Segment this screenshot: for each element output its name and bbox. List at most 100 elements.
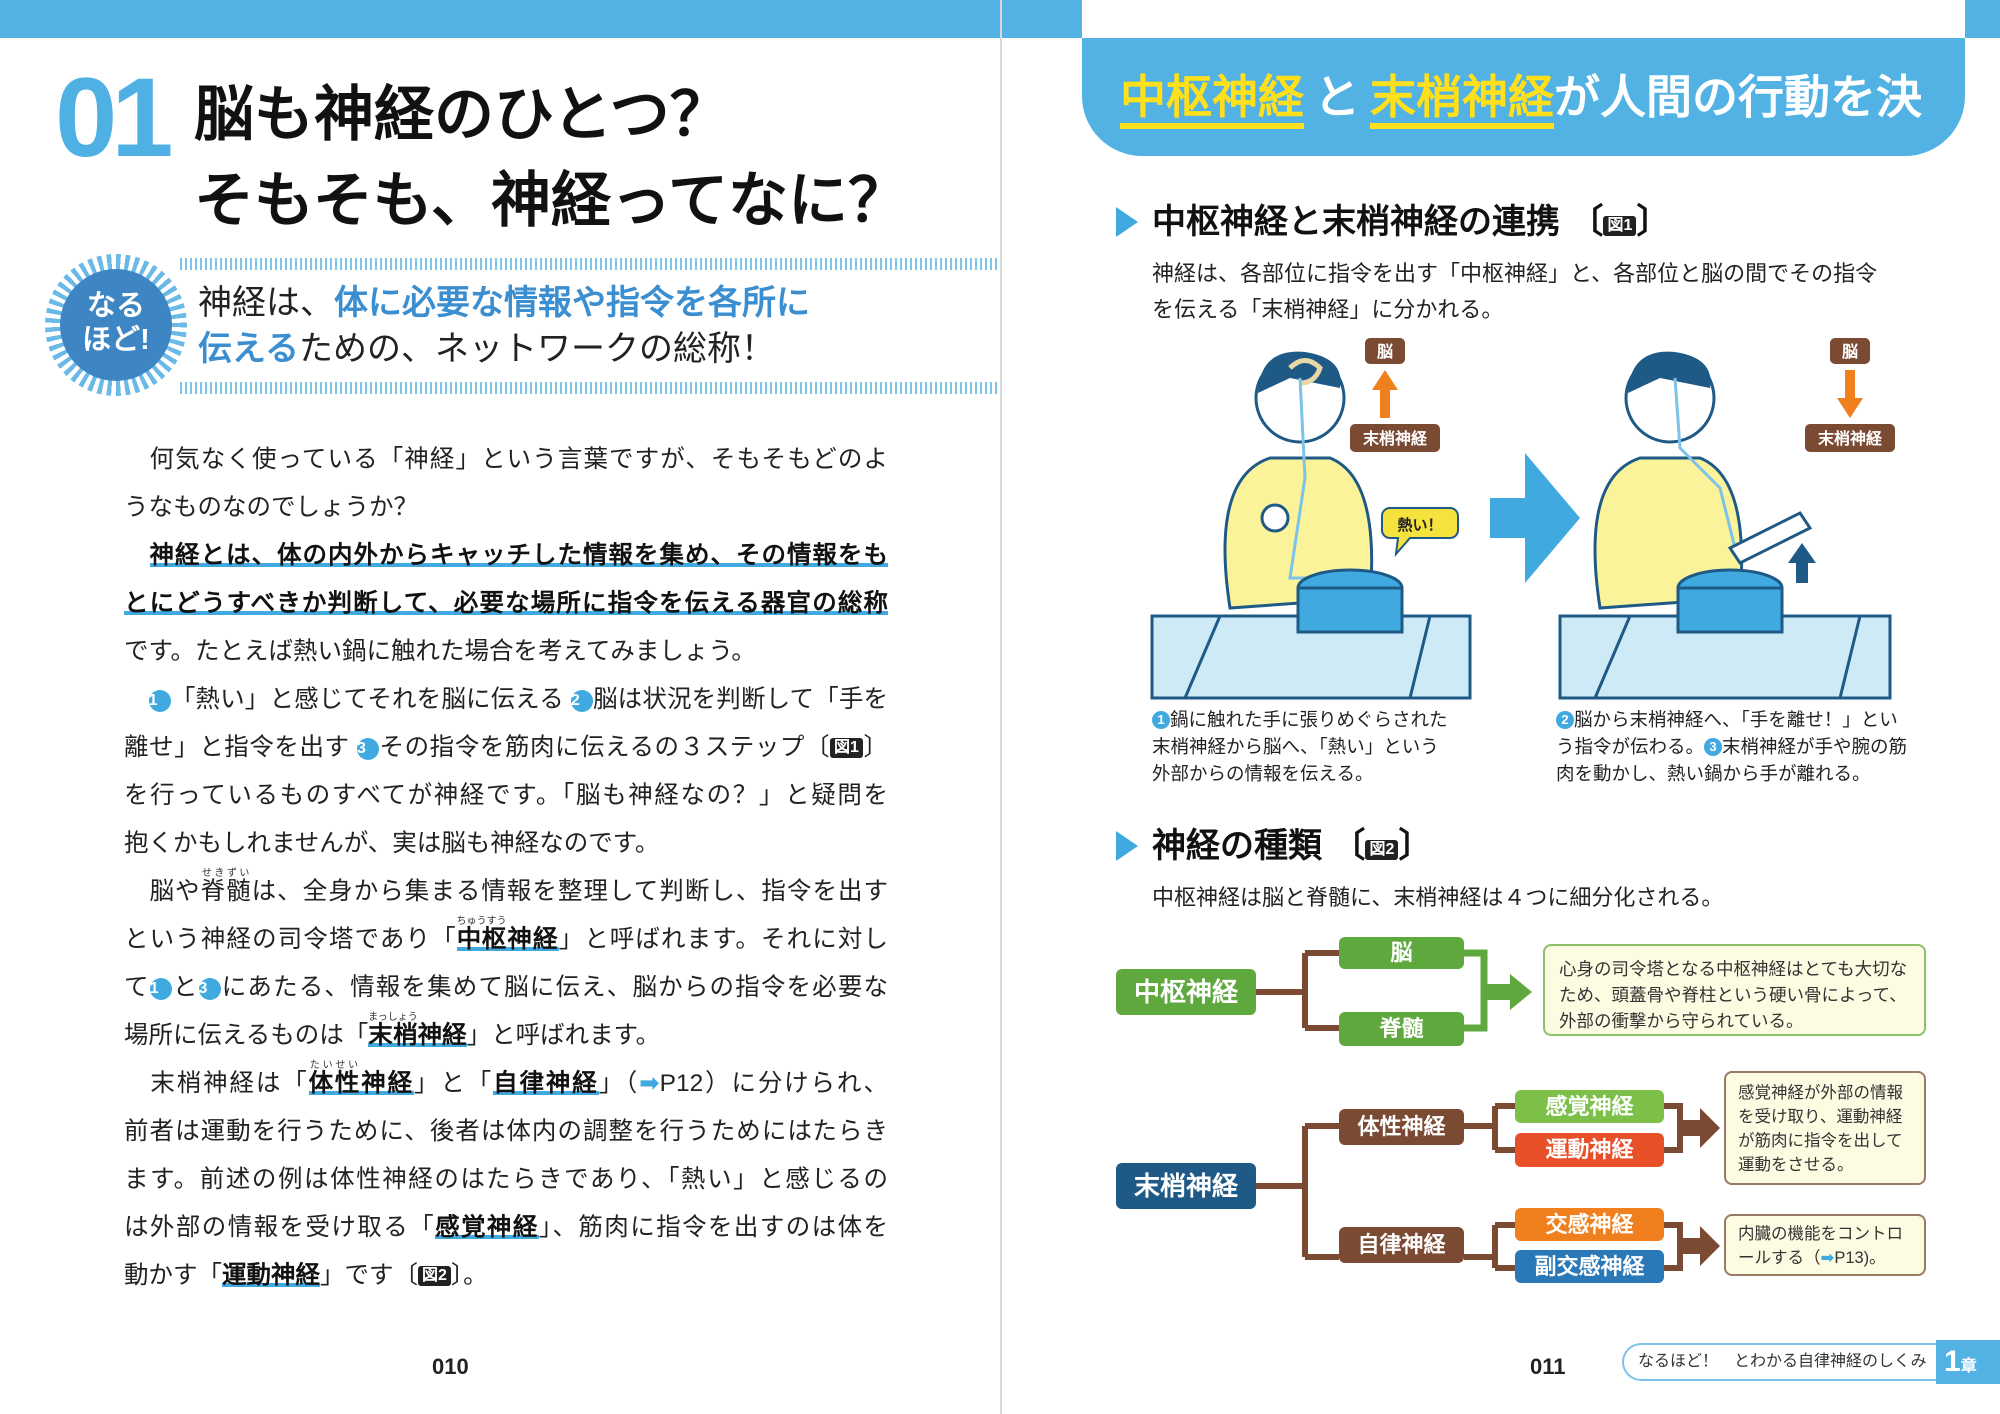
figure-badge: 図2 (1365, 840, 1399, 860)
title-line: そもそも、神経ってなに？ (194, 167, 908, 234)
page-ref-arrow-icon: ➡ (1820, 1249, 1835, 1267)
note-line: ールする（ (1738, 1249, 1821, 1267)
text: 〕 (862, 734, 889, 761)
text: 脳や (124, 878, 201, 905)
note-line: 運動をさせる。 (1738, 1156, 1854, 1174)
body-line: です。たとえば熱い鍋に触れた場合を考えてみましょう。 (124, 628, 888, 676)
desc-line: 神経は、各部位に指令を出す「中枢神経」と、各部位と脳の間でその指令 (1152, 261, 1878, 286)
text: 」と呼ばれます。 (466, 1022, 661, 1049)
key-term: 末梢まっしょう神経 (368, 1012, 467, 1049)
summary-text: 神経は、 (198, 284, 334, 322)
nerve-illustration: 脳 末梢神経 熱い！ 脳 末梢神経 (1150, 338, 1895, 700)
key-term: 神経とは、体の内外からキャッチした情報を集め、その情報をも (149, 542, 888, 569)
step-number-icon: 3 (356, 738, 379, 760)
nerve-label: 末梢神経 (1818, 429, 1883, 448)
heading-text: 神経の種類 (1152, 827, 1322, 865)
top-band-left (0, 0, 1000, 38)
node-sympathetic: 交感神経 (1515, 1208, 1664, 1241)
note-line: P13)。 (1834, 1249, 1886, 1267)
chapter-tab: 1章 (1936, 1340, 2000, 1384)
cns-note: 心身の司令塔となる中枢神経はとても大切な ため、頭蓋骨や脊柱という硬い骨によって… (1543, 944, 1926, 1036)
caption-line: 鍋に触れた手に張りめぐらされた (1170, 709, 1448, 730)
page-ref-arrow-icon: ➡ (639, 1070, 660, 1097)
text: にあたる、情報を集めて脳に伝え、脳からの指令を必要な (220, 974, 889, 1001)
caption-line: 末梢神経から脳へ、「熱い」という (1152, 736, 1439, 757)
body-line: 抱くかもしれませんが、実は脳も神経なのです。 (124, 820, 888, 868)
text: ます。前述の例は体性神経のはたらきであり、「熱い」と感じるの (124, 1166, 888, 1193)
page-gutter (1000, 0, 1002, 1414)
brown-arrow-icon (1680, 1226, 1720, 1266)
note-line: ため、頭蓋骨や脊柱という硬い骨によって、 (1559, 985, 1907, 1005)
figure-badge: 図1 (1603, 216, 1637, 236)
ruby-term: 体性たいせい (308, 1060, 362, 1097)
text: は外部の情報を受け取る「 (124, 1214, 436, 1241)
note-line: を受け取り、運動神経 (1738, 1108, 1903, 1126)
ruby-term: 脊髄せきずい (200, 868, 252, 905)
summary-text: ための、ネットワークの総称！ (298, 330, 775, 368)
text: P12）に分けられ、 (659, 1070, 889, 1097)
text: 何気なく使っている「神経」という言葉ですが、そもそもどのよ (124, 446, 888, 473)
key-term: 中枢ちゅうすう神経 (456, 916, 559, 953)
text: は、全身から集まる情報を整理して判断し、指令を出す (251, 878, 889, 905)
body-line: は外部の情報を受け取る「感覚神経」、筋肉に指令を出すのは体を (124, 1204, 888, 1252)
step-number: 1 (1152, 711, 1170, 729)
text: 」です〔 (320, 1262, 418, 1289)
stripe-bottom (180, 382, 1000, 394)
section-heading-1: 中枢神経と末梢神経の連携 〔図1〕 (1116, 202, 1670, 242)
node-brain: 脳 (1339, 937, 1464, 969)
step-number-icon: 2 (570, 690, 593, 712)
figure-badge: 図1 (830, 738, 863, 758)
body-line: 何気なく使っている「神経」という言葉ですが、そもそもどのよ (124, 436, 888, 484)
ruby-term: 末梢まっしょう (368, 1012, 418, 1049)
autonomic-note: 内臓の機能をコントロ ールする（➡P13)。 (1724, 1214, 1926, 1276)
text: 〕。 (450, 1262, 488, 1289)
caption-line: う指令が伝わる。 (1556, 736, 1705, 757)
text: うなものなのでしょうか？ (124, 494, 418, 521)
brown-arrow-icon (1680, 1108, 1720, 1148)
header-text: と (1314, 71, 1360, 123)
nerve-label: 末梢神経 (1363, 429, 1428, 448)
key-term: 感覚神経 (435, 1214, 539, 1241)
brain-label: 脳 (1842, 343, 1858, 361)
note-line: 内臓の機能をコントロ (1738, 1225, 1903, 1243)
naruhodo-summary: 神経は、体に必要な情報や指令を各所に 伝えるための、ネットワークの総称！ (198, 280, 810, 372)
key-term: 運動神経 (222, 1262, 320, 1289)
body-line: とにどうすべきか判断して、必要な場所に指令を伝える器官の総称 (124, 580, 888, 628)
body-line: 脳や脊髄せきずいは、全身から集まる情報を整理して判断し、指令を出す (124, 868, 889, 916)
diagram-connectors (1256, 949, 1720, 1271)
body-line: うなものなのでしょうか？ (124, 484, 888, 532)
summary-highlight: 伝える (198, 330, 299, 368)
chapter-number: 1 (1944, 1345, 1961, 1378)
text: 抱くかもしれませんが、実は脳も神経なのです。 (124, 830, 660, 857)
key-term: とにどうすべきか判断して、必要な場所に指令を伝える器官の総称 (124, 590, 888, 617)
ruby-term: 中枢ちゅうすう (456, 916, 507, 953)
note-line: 心身の司令塔となる中枢神経はとても大切な (1559, 959, 1908, 979)
text (124, 686, 149, 713)
text: と (171, 974, 199, 1001)
node-somatic: 体性神経 (1339, 1109, 1464, 1145)
body-line: 神経とは、体の内外からキャッチした情報を集め、その情報をも (124, 532, 888, 580)
desc-line: を伝える「末梢神経」に分かれる。 (1152, 297, 1504, 322)
body-line: を行っているものすべてが神経です。「脳も神経なの？」と疑問を (124, 772, 888, 820)
text: を行っているものすべてが神経です。「脳も神経なの？」と疑問を (124, 782, 888, 809)
caption-line: 末梢神経が手や腕の筋 (1722, 736, 1908, 757)
node-motor: 運動神経 (1515, 1133, 1664, 1167)
step-number-icon: 1 (148, 690, 171, 712)
next-arrow-icon (1490, 453, 1580, 583)
node-autonomic: 自律神経 (1339, 1227, 1464, 1263)
header-highlight: 中枢神経 (1120, 71, 1304, 129)
step-number: 2 (1556, 711, 1574, 729)
body-line: 前者は運動を行うために、後者は体内の調整を行うためにはたらき (124, 1108, 888, 1156)
header-highlight: 末梢神経 (1370, 71, 1554, 129)
text: 前者は運動を行うために、後者は体内の調整を行うためにはたらき (124, 1118, 888, 1145)
text: という神経の司令塔であり「 (124, 926, 457, 953)
page-number-right: 011 (1530, 1354, 1566, 1379)
text: 場所に伝えるものは「 (124, 1022, 369, 1049)
naruhodo-badge: なる ほど! (60, 269, 172, 381)
body-line: 場所に伝えるものは「末梢まっしょう神経」と呼ばれます。 (124, 1012, 888, 1060)
caption-line: 外部からの情報を伝える。 (1152, 763, 1374, 784)
